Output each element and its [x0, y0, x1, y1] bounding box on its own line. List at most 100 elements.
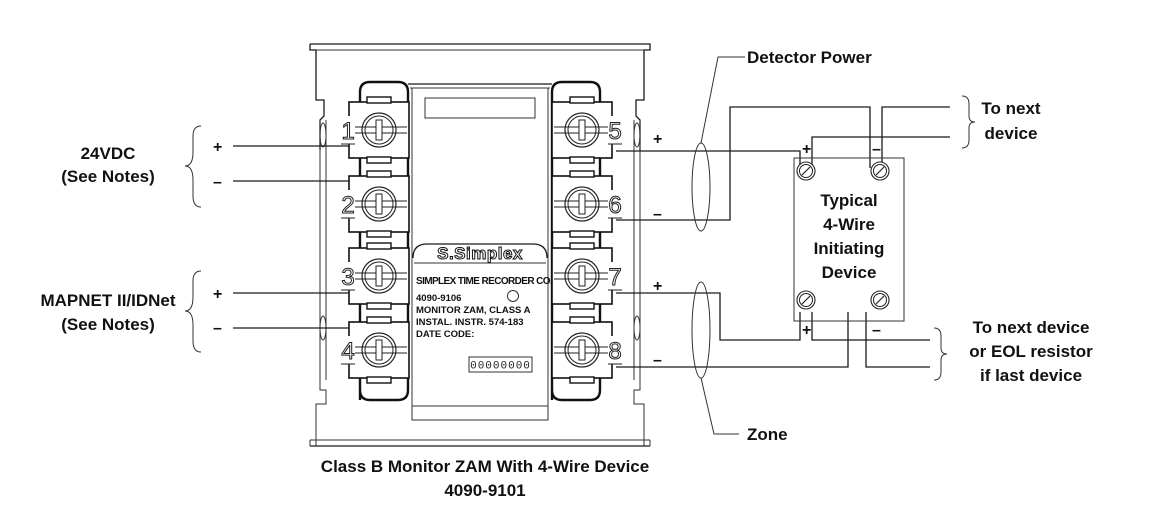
date-code-box: [468, 356, 533, 373]
detector-power-leader: [700, 56, 745, 144]
terminal-number: 2: [341, 192, 354, 219]
terminal-clip-bottom: [569, 376, 595, 384]
plate-date-code-label: DATE CODE:: [416, 329, 474, 340]
device-label-typical: Typical: [820, 191, 877, 210]
plate-part-number: 4090-9106: [416, 293, 461, 304]
brace-24vdc: [184, 125, 202, 208]
wire-to-next-upper: [881, 106, 950, 168]
terminal-number: 8: [608, 338, 621, 365]
diagram-caption-title: Class B Monitor ZAM With 4-Wire Device: [321, 457, 649, 476]
terminal-clip-bottom: [366, 376, 392, 384]
terminal-number: 6: [608, 192, 621, 219]
label-mapnet: MAPNET II/IDNet: [40, 291, 175, 310]
device-screw-icon: [796, 161, 816, 181]
terminal-clip-top: [569, 242, 595, 250]
terminal-4: 4: [341, 316, 410, 384]
initiating-device-box: [793, 157, 905, 322]
terminal-number-bg: [608, 116, 622, 144]
terminal-6: 6: [551, 170, 622, 238]
minus-sign-mapnet: –: [213, 320, 222, 337]
plate-manufacturer: SIMPLEX TIME RECORDER CO.: [416, 276, 553, 287]
terminal-clip-top: [569, 170, 595, 178]
screw-slot: [375, 265, 383, 287]
zone-bundle-ellipse: [691, 281, 711, 379]
terminal-clip-top: [569, 316, 595, 324]
terminal-number-bg: [341, 116, 355, 144]
screw-slot: [578, 193, 586, 215]
left-wiring: 24VDC (See Notes) + – MAPNET II/IDNet (S…: [40, 125, 349, 353]
label-to-next: To next: [981, 99, 1041, 118]
device-label-device: Device: [822, 263, 877, 282]
terminal-number-bg: [341, 190, 355, 218]
label-24vdc: 24VDC: [81, 144, 136, 163]
terminal-1: 1: [341, 96, 410, 164]
terminal-8: 8: [551, 316, 622, 384]
terminal-number-bg: [608, 336, 622, 364]
label-24vdc-notes: (See Notes): [61, 167, 155, 186]
terminal-clip-top: [366, 242, 392, 250]
screw-ring: [364, 335, 394, 365]
zone-leader: [700, 377, 739, 435]
device-screw-icon: [870, 290, 890, 310]
module-body: [408, 83, 552, 421]
terminal-clip-bottom: [569, 302, 595, 310]
plate-description: MONITOR ZAM, CLASS A: [416, 305, 531, 316]
wire-t5-to-device-plus: [616, 150, 801, 168]
brace-mapnet: [184, 270, 202, 353]
terminal-number: 3: [341, 264, 354, 291]
wire-t8-to-device-minus: [616, 312, 849, 368]
right-terminal-block: [550, 80, 602, 402]
terminal-number-bg: [608, 190, 622, 218]
terminal-number: 5: [608, 118, 621, 145]
screw-ring: [567, 115, 597, 145]
status-led-icon: [507, 290, 519, 302]
label-zone: Zone: [747, 425, 788, 444]
screw-slot: [375, 193, 383, 215]
terminal-screws: 1 2 3 4 5 6 7 8: [341, 96, 622, 384]
label-to-next-device: To next device: [973, 318, 1090, 337]
label-or-eol-resistor: or EOL resistor: [969, 342, 1093, 361]
right-wiring: + – + – Detector Power Zone + – + – Typi…: [616, 48, 1093, 444]
terminal-5: 5: [551, 96, 622, 164]
wire-t7-to-device-plus: [616, 292, 801, 341]
left-terminal-block: [358, 80, 410, 402]
label-device: device: [985, 124, 1038, 143]
device-bottom-minus: –: [872, 322, 881, 339]
device-screw-icon: [796, 290, 816, 310]
screw-ring: [364, 115, 394, 145]
terminal-number-bg: [608, 262, 622, 290]
terminal-3: 3: [341, 242, 410, 310]
screw-ring: [364, 189, 394, 219]
device-top-plus: +: [802, 141, 811, 158]
terminal-clip-bottom: [366, 230, 392, 238]
plus-sign-mapnet: +: [213, 286, 222, 303]
label-detector-power: Detector Power: [747, 48, 872, 67]
terminal-6-sign: –: [653, 206, 662, 223]
date-code-value: 00000000: [470, 361, 531, 373]
wire-t6-to-next-device: [616, 106, 871, 221]
device-bottom-plus: +: [802, 322, 811, 339]
terminal-number-bg: [341, 262, 355, 290]
terminal-8-sign: –: [653, 352, 662, 369]
brace-to-next-device: [961, 95, 976, 149]
terminal-number: 7: [608, 264, 621, 291]
terminal-clip-bottom: [569, 156, 595, 164]
wire-to-eol-lower: [865, 312, 930, 368]
terminal-clip-bottom: [366, 302, 392, 310]
terminal-number: 4: [341, 338, 354, 365]
terminal-clip-top: [366, 96, 392, 104]
wire-to-eol-upper: [811, 312, 930, 341]
detector-power-bundle-ellipse: [691, 142, 711, 232]
diagram-caption-part-number: 4090-9101: [444, 481, 525, 500]
screw-ring: [567, 335, 597, 365]
terminal-number-bg: [341, 336, 355, 364]
terminal-7-sign: +: [653, 278, 662, 295]
minus-sign-24vdc: –: [213, 174, 222, 191]
terminal-clip-top: [366, 170, 392, 178]
simplex-brand-logo: S.Simplex: [437, 244, 523, 263]
screw-slot: [375, 119, 383, 141]
terminal-clip-bottom: [366, 156, 392, 164]
brace-to-eol: [933, 327, 948, 381]
terminal-5-sign: +: [653, 131, 662, 148]
